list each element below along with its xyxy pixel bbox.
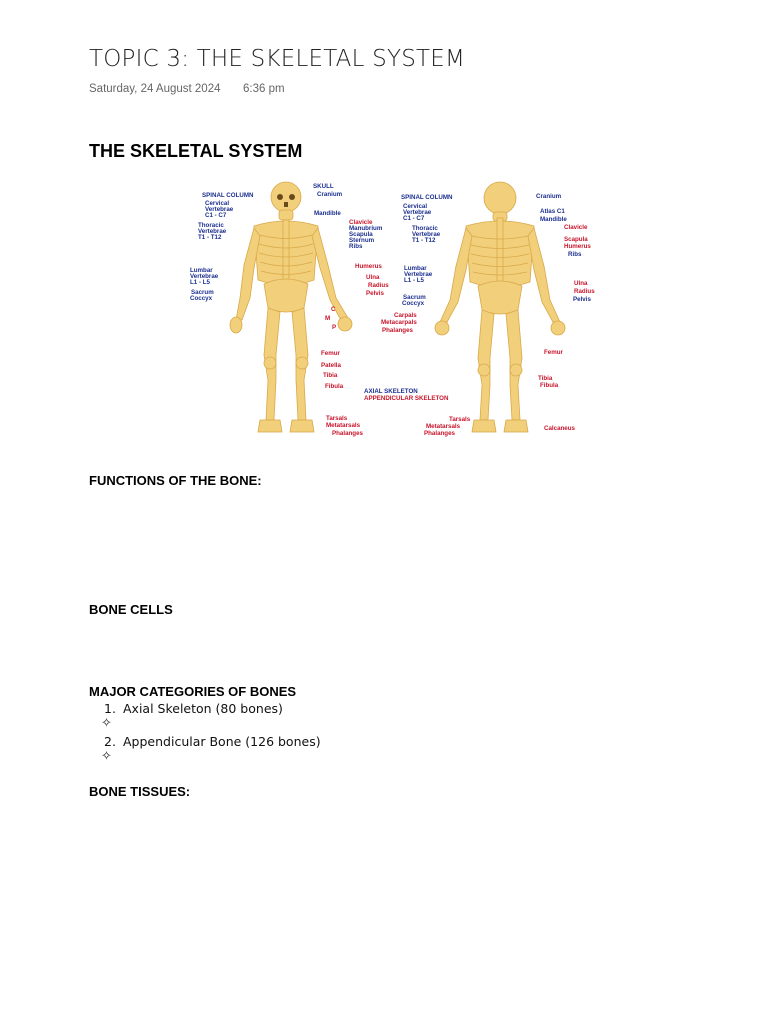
back-label: Tibia — [538, 375, 553, 382]
page-title: TOPIC 3: THE SKELETAL SYSTEM — [89, 46, 466, 72]
back-label: C1 - C7 — [403, 215, 425, 222]
back-label: Radius — [574, 288, 595, 295]
front-label: T1 - T12 — [198, 234, 222, 241]
front-label: Pelvis — [366, 290, 384, 297]
front-label: SPINAL COLUMN — [202, 192, 254, 199]
front-label: Vertebrae — [190, 273, 219, 280]
front-label: Cervical — [205, 200, 229, 207]
front-label: Lumbar — [190, 267, 213, 274]
front-label: Phalanges — [332, 430, 364, 437]
front-label: Vertebrae — [205, 206, 234, 213]
front-label: Thoracic — [198, 222, 224, 229]
back-label: L1 - L5 — [404, 277, 424, 284]
front-label: Fibula — [325, 383, 344, 390]
list-number: 2. — [104, 734, 116, 749]
back-label: Humerus — [564, 243, 591, 250]
back-label: Pelvis — [573, 296, 591, 303]
front-left-labels: SPINAL COLUMN Cervical Vertebrae C1 - C7… — [190, 192, 254, 302]
back-left-labels: SPINAL COLUMN Cervical Vertebrae C1 - C7… — [401, 194, 453, 307]
front-right-blue-labels: SKULL Cranium Mandible Manubrium Scapula… — [313, 183, 383, 250]
sparkle-bullet-icon: ✧ — [101, 716, 112, 731]
front-skeleton — [229, 181, 353, 433]
back-label: Ulna — [574, 280, 588, 287]
front-label: Cranium — [317, 191, 343, 198]
front-label: Mandible — [314, 210, 341, 217]
back-label: Vertebrae — [404, 271, 433, 278]
back-label: Mandible — [540, 216, 567, 223]
back-label: Fibula — [540, 382, 559, 389]
front-ribs — [258, 234, 314, 275]
front-label: Coccyx — [190, 295, 213, 302]
front-label: Manubrium — [349, 225, 383, 232]
front-label: Tibia — [323, 372, 338, 379]
back-right-labels: Cranium Atlas C1 Mandible Clavicle Scapu… — [424, 193, 595, 437]
back-label: Metatarsals — [426, 423, 461, 430]
front-label: L1 - L5 — [190, 279, 210, 286]
bone-tissues-heading: BONE TISSUES: — [89, 784, 191, 799]
legend-appendicular: APPENDICULAR SKELETON — [364, 395, 449, 402]
front-label: Sacrum — [191, 289, 214, 296]
back-label: Lumbar — [404, 265, 427, 272]
back-label: Sacrum — [403, 294, 426, 301]
back-label: Phalanges — [424, 430, 456, 437]
back-label: SPINAL COLUMN — [401, 194, 453, 201]
front-label: Sternum — [349, 237, 375, 244]
back-label: Thoracic — [412, 225, 438, 232]
front-label: Radius — [368, 282, 389, 289]
front-label: SKULL — [313, 183, 334, 190]
front-label: Clavicle — [349, 219, 373, 226]
page-date: Saturday, 24 August 2024 — [89, 83, 221, 95]
legend-axial: AXIAL SKELETON — [364, 388, 418, 395]
front-label: Humerus — [355, 263, 382, 270]
front-label: Ribs — [349, 243, 363, 250]
back-label: Atlas C1 — [540, 208, 565, 215]
back-label: Calcaneus — [544, 425, 576, 432]
back-label: Vertebrae — [403, 209, 432, 216]
back-label: Femur — [544, 349, 564, 356]
list-item-text: Appendicular Bone (126 bones) — [123, 734, 321, 749]
bone-cells-heading: BONE CELLS — [89, 602, 173, 617]
skeleton-figure: SPINAL COLUMN Cervical Vertebrae C1 - C7… — [188, 180, 608, 440]
front-label: Femur — [321, 350, 341, 357]
front-label: Patella — [321, 362, 342, 369]
back-label: Scapula — [564, 236, 588, 243]
front-label: Vertebrae — [198, 228, 227, 235]
front-right-red-labels: Clavicle Humerus Ulna Radius Pelvis C M … — [321, 219, 417, 437]
front-label: Metatarsals — [326, 422, 361, 429]
figure-legend: AXIAL SKELETON APPENDICULAR SKELETON — [364, 388, 449, 402]
list-item-text: Axial Skeleton (80 bones) — [123, 701, 283, 716]
front-label: C — [331, 306, 336, 313]
functions-heading: FUNCTIONS OF THE BONE: — [89, 473, 262, 488]
skeleton-diagram: SPINAL COLUMN Cervical Vertebrae C1 - C7… — [190, 181, 595, 437]
back-ribs — [470, 235, 530, 276]
front-label: Tarsals — [326, 415, 348, 422]
front-label: C1 - C7 — [205, 212, 227, 219]
major-categories-heading: MAJOR CATEGORIES OF BONES — [89, 684, 297, 699]
back-label: Cervical — [403, 203, 427, 210]
front-label: Phalanges — [382, 327, 414, 334]
front-label: M — [325, 315, 330, 322]
front-label: Scapula — [349, 231, 373, 238]
front-label: P — [332, 324, 336, 331]
back-label: Cranium — [536, 193, 562, 200]
front-label: Metacarpals — [381, 319, 417, 326]
back-label: Clavicle — [564, 224, 588, 231]
front-skull-face — [277, 194, 295, 207]
section-heading: THE SKELETAL SYSTEM — [89, 141, 303, 161]
front-label: Ulna — [366, 274, 380, 281]
back-label: Tarsals — [449, 416, 471, 423]
front-label: Carpals — [394, 312, 417, 319]
back-label: Vertebrae — [412, 231, 441, 238]
back-label: T1 - T12 — [412, 237, 436, 244]
sparkle-bullet-icon: ✧ — [101, 749, 112, 764]
page-time: 6:36 pm — [243, 83, 285, 95]
list-number: 1. — [104, 701, 116, 716]
back-label: Coccyx — [402, 300, 425, 307]
back-label: Ribs — [568, 251, 582, 258]
